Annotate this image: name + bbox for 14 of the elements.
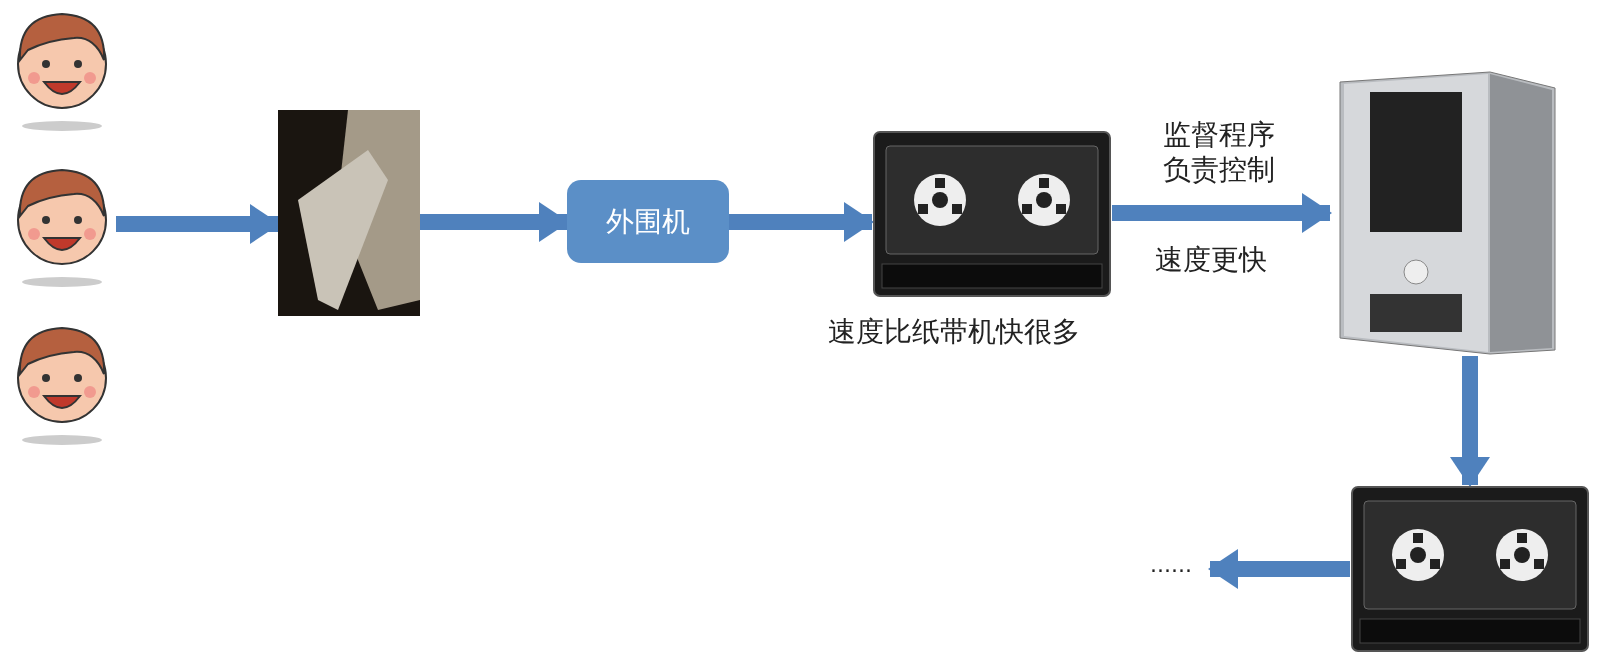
ellipsis-text: ...... xyxy=(1150,552,1210,582)
photo xyxy=(278,110,420,316)
arrow xyxy=(420,202,569,242)
label: 速度更快 xyxy=(1155,242,1267,277)
node-label: 速度比纸带机快很多 xyxy=(828,314,1080,349)
arrow xyxy=(729,202,874,242)
arrow xyxy=(1450,356,1490,487)
process-box: 外围机 xyxy=(567,180,729,263)
arrow xyxy=(116,204,280,244)
tape-drive-drawing xyxy=(872,130,1112,298)
tape-drive-drawing xyxy=(1350,485,1590,653)
edge-label: 监督程序负责控制 xyxy=(1163,117,1276,187)
arrow xyxy=(1112,193,1332,233)
arrow xyxy=(1208,549,1350,589)
